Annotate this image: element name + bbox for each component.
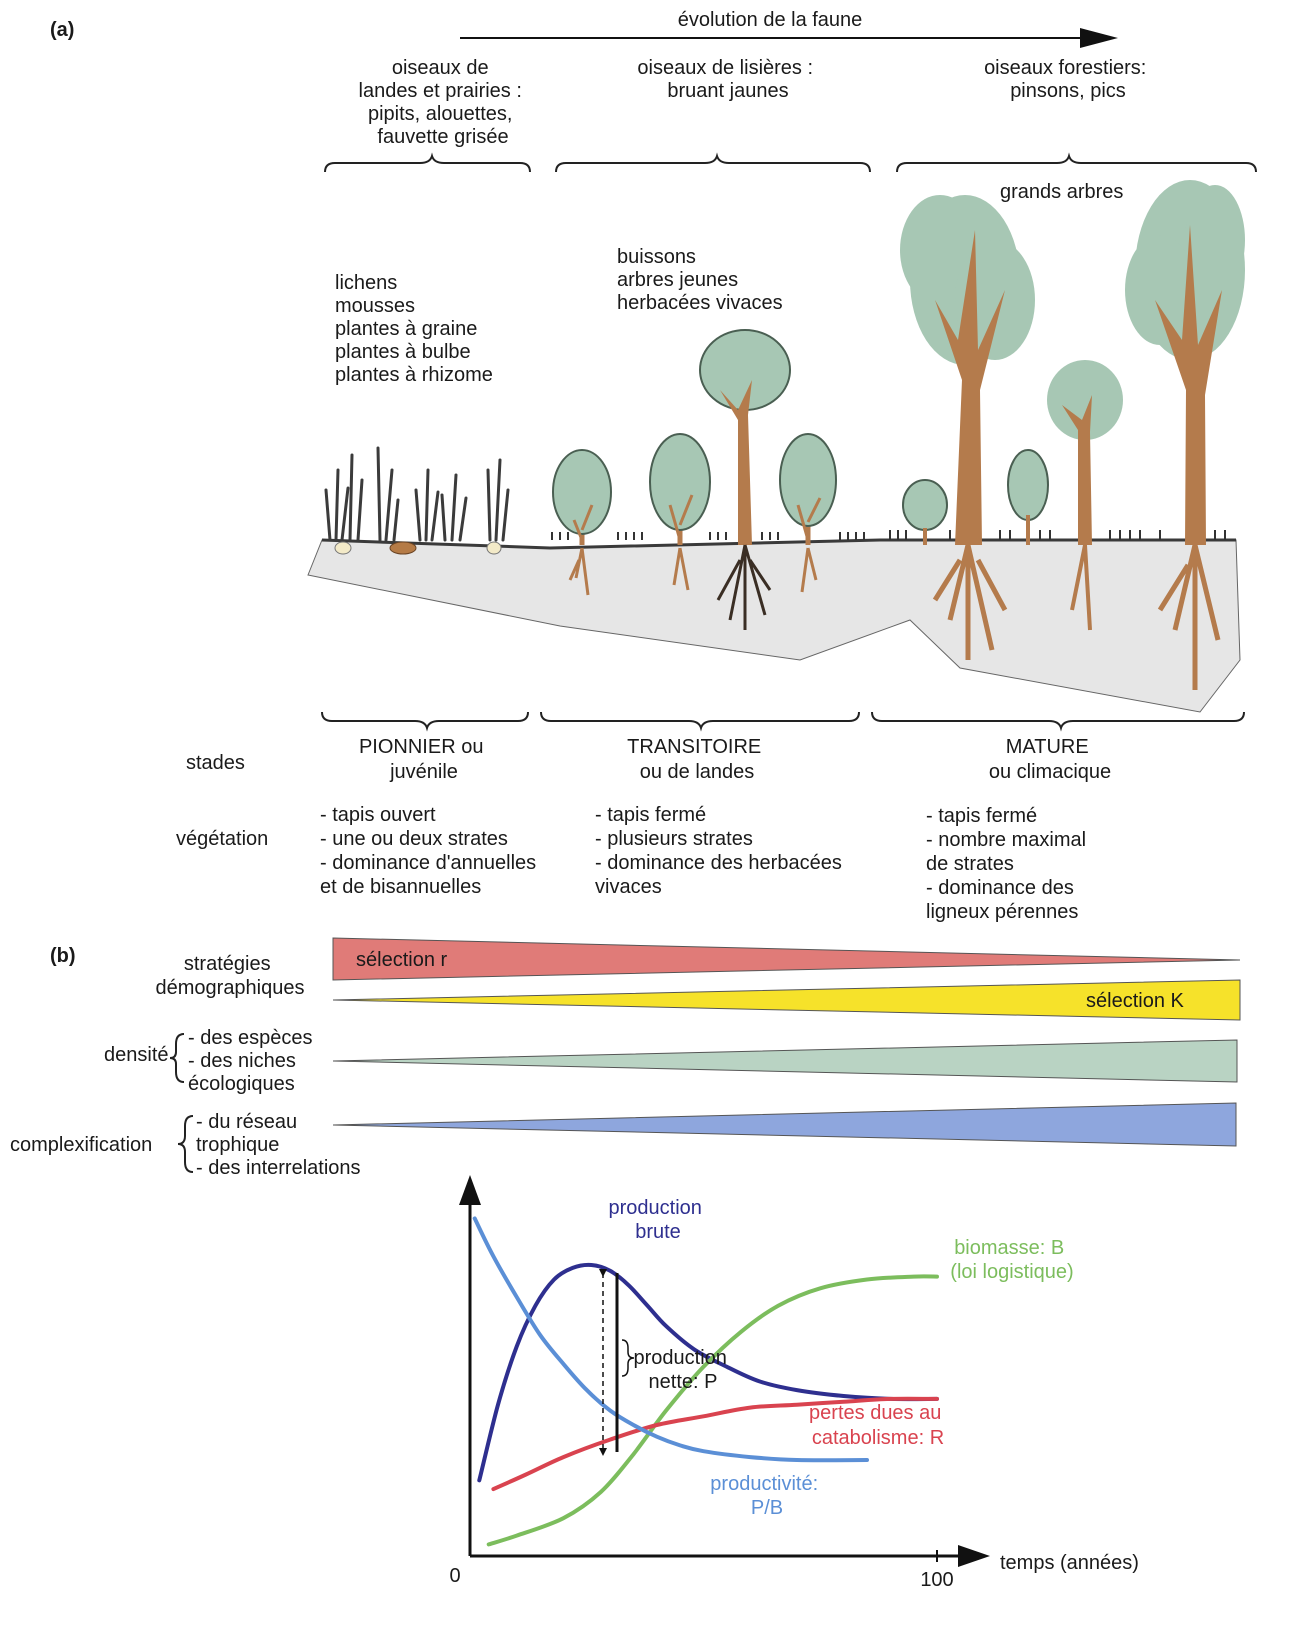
vegetation-row-label: végétation <box>176 828 268 850</box>
bush-2 <box>649 433 711 591</box>
bottom-braces <box>321 711 1245 732</box>
density-brace <box>169 1033 185 1083</box>
series-label-biomass: biomasse: B (loi logistique) <box>950 1237 1073 1283</box>
young-tree <box>699 329 791 630</box>
stage-mature: MATURE ou climacique <box>989 736 1111 783</box>
plants-mature-text: grands arbres <box>1000 181 1123 203</box>
pioneer-grasses <box>324 446 510 542</box>
ground-soil <box>307 539 1241 713</box>
net-production-label: production nette: P <box>634 1347 733 1393</box>
series-line-gross <box>477 1262 939 1483</box>
y-axis-arrowhead <box>459 1175 481 1205</box>
density-label: densité <box>104 1044 169 1066</box>
series-line-productivity <box>472 1216 869 1463</box>
series-label-productivity: productivité: P/B <box>710 1473 823 1519</box>
bush-1 <box>552 449 612 596</box>
complex-brace <box>177 1115 194 1173</box>
birds-pioneer-text: oiseaux de landes et prairies : pipits, … <box>359 57 528 148</box>
vegetation-mature: - tapis fermé - nombre maximal de strate… <box>926 805 1092 923</box>
transitional-bushes <box>552 329 837 630</box>
bush-3 <box>779 433 837 593</box>
dynamics-chart: 0 100 temps (années) production nette: P… <box>449 1175 1139 1591</box>
x-axis-arrowhead <box>958 1545 990 1567</box>
vegetation-pioneer: - tapis ouvert - une ou deux strates - d… <box>320 804 542 898</box>
series-line-losses <box>491 1396 939 1492</box>
birds-mature-text: oiseaux forestiers: pinsons, pics <box>984 57 1152 102</box>
series-label-losses: pertes dues au catabolisme: R <box>809 1402 947 1449</box>
panel-label-a: (a) <box>50 19 74 41</box>
brace-bottom-pioneer <box>321 711 529 732</box>
series-label-gross: production brute <box>609 1197 708 1243</box>
brace-top-pioneer <box>324 152 531 173</box>
large-tree-1 <box>900 195 1035 660</box>
stages-row-label: stades <box>186 752 245 774</box>
herbaceous-layer <box>551 530 1226 540</box>
k-selection-wedge <box>332 979 1241 1021</box>
x-axis-label: temps (années) <box>1000 1552 1139 1574</box>
series-line-biomass <box>486 1274 939 1547</box>
series-layer <box>472 1216 939 1547</box>
strategies-label: stratégies démographiques <box>156 953 305 999</box>
r-selection-label: sélection r <box>356 949 447 971</box>
mature-forest <box>900 180 1245 690</box>
fauna-arrow-label: évolution de la faune <box>678 9 863 31</box>
density-wedge <box>332 1039 1238 1083</box>
birds-transitional-text: oiseaux de lisières : bruant jaunes <box>637 57 818 102</box>
large-tree-2 <box>1125 180 1245 690</box>
k-selection-label: sélection K <box>1086 990 1184 1012</box>
stage-pioneer: PIONNIER ou juvénile <box>359 736 489 783</box>
plants-pioneer-text: lichens mousses plantes à graine plantes… <box>335 272 493 386</box>
plants-transitional-text: buissons arbres jeunes herbacées vivaces <box>617 246 783 314</box>
fauna-evolution-arrow <box>460 28 1118 48</box>
ground-surface <box>321 538 1236 550</box>
brace-top-transitional <box>555 152 871 173</box>
net-production-brace <box>621 1339 635 1377</box>
stage-transitional: TRANSITOIRE ou de landes <box>627 736 767 783</box>
x-tick-label-100: 100 <box>920 1569 953 1591</box>
complexification-label: complexification <box>10 1134 152 1156</box>
brace-bottom-mature <box>871 711 1245 732</box>
r-selection-wedge <box>332 937 1241 981</box>
brace-top-mature <box>896 152 1257 173</box>
medium-tree <box>1047 360 1123 631</box>
density-items: - des espèces - des niches écologiques <box>188 1027 318 1095</box>
panel-label-b: (b) <box>50 945 76 967</box>
small-shrubs <box>902 449 1049 545</box>
x-tick-label-0: 0 <box>449 1565 460 1587</box>
brace-bottom-transitional <box>540 711 860 732</box>
complex-items: - du réseau trophique - des interrelatio… <box>196 1111 361 1179</box>
top-braces <box>324 152 1257 173</box>
complex-wedge <box>332 1102 1237 1147</box>
pioneer-bulbs <box>334 541 502 555</box>
vegetation-transitional: - tapis fermé - plusieurs strates - domi… <box>595 804 847 898</box>
